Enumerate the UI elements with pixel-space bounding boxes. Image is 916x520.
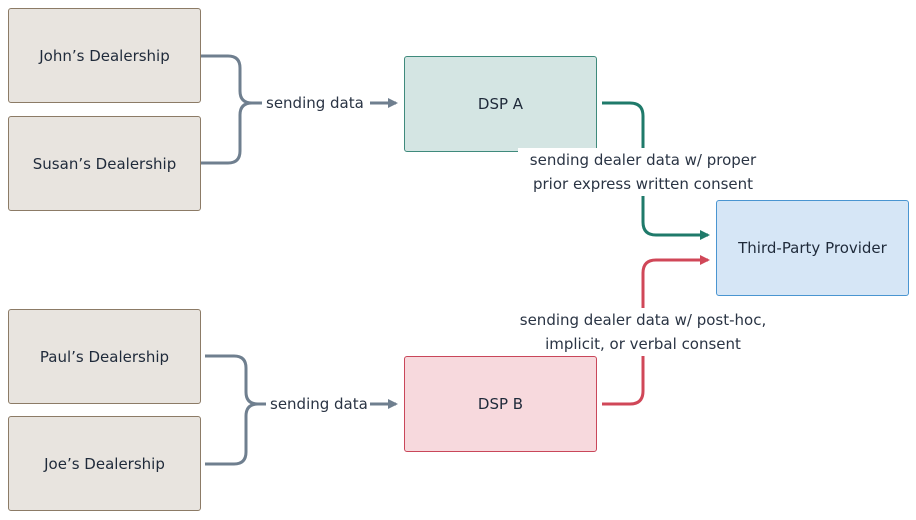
edge-label-posthoc-consent-line2: implicit, or verbal consent	[545, 335, 741, 353]
susans-dealership-node: Susan’s Dealership	[8, 116, 201, 211]
johns-dealership-label: John’s Dealership	[39, 46, 170, 65]
edge-label-top-sending-data: sending data	[266, 91, 364, 115]
edge-label-posthoc-consent: sending dealer data w/ post-hoc, implici…	[507, 308, 779, 356]
dsp-a-label: DSP A	[477, 95, 524, 113]
edge-label-proper-consent-line1: sending dealer data w/ proper	[529, 151, 757, 169]
joes-dealership-label: Joe’s Dealership	[44, 454, 165, 473]
joes-dealership-node: Joe’s Dealership	[8, 416, 201, 511]
third-party-provider-label: Third-Party Provider	[738, 239, 887, 257]
edge-label-posthoc-consent-line1: sending dealer data w/ post-hoc,	[519, 311, 767, 329]
connector-paul	[205, 354, 266, 406]
edge-label-proper-consent-line2: prior express written consent	[532, 175, 754, 193]
edge-label-proper-consent: sending dealer data w/ proper prior expr…	[518, 148, 768, 196]
susans-dealership-label: Susan’s Dealership	[32, 154, 177, 173]
pauls-dealership-node: Paul’s Dealership	[8, 309, 201, 404]
connector-john	[200, 54, 262, 105]
edge-label-bottom-sending-data: sending data	[270, 392, 368, 416]
dsp-b-label: DSP B	[477, 395, 524, 413]
connector-susan	[200, 101, 262, 165]
pauls-dealership-label: Paul’s Dealership	[39, 347, 170, 366]
dsp-b-node: DSP B	[404, 356, 597, 452]
third-party-provider-node: Third-Party Provider	[716, 200, 909, 296]
connector-joe	[205, 402, 266, 466]
johns-dealership-node: John’s Dealership	[8, 8, 201, 103]
dsp-a-node: DSP A	[404, 56, 597, 152]
